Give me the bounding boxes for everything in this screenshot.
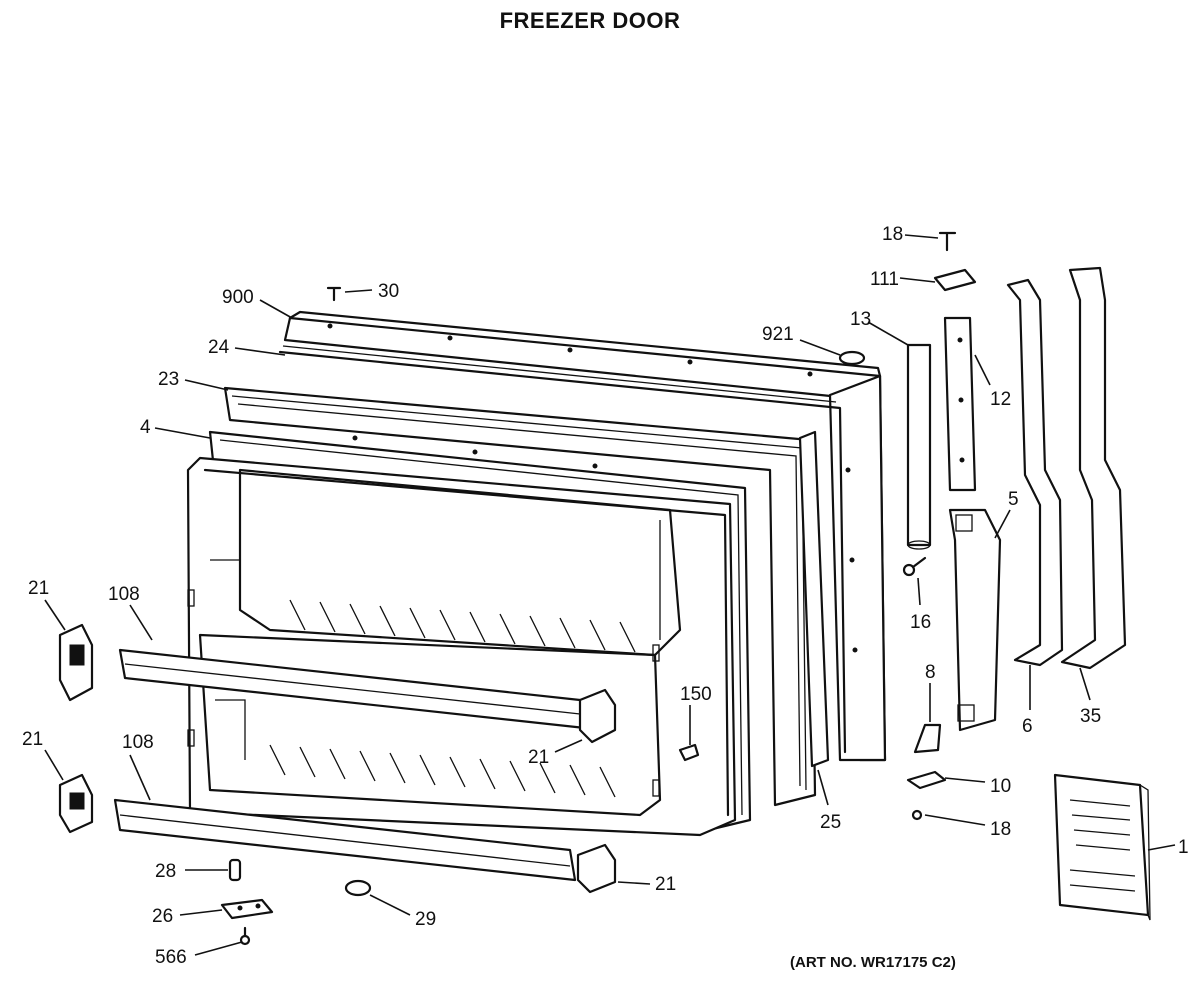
hinge-cover-111 [933, 268, 977, 292]
callout-29: 29 [415, 909, 436, 930]
handle-35 [1060, 266, 1127, 670]
callout-111: 111 [870, 269, 899, 290]
callout-566: 566 [155, 947, 187, 968]
handle-trim-6 [1006, 278, 1064, 667]
bushing-29 [344, 879, 372, 897]
callout-4: 4 [140, 417, 151, 438]
plug-28 [228, 858, 242, 882]
art-number: (ART NO. WR17175 C2) [790, 954, 956, 971]
screw-18-bottom [911, 809, 923, 821]
callout-21-upper-right: 21 [528, 747, 549, 768]
screw-30 [326, 286, 342, 302]
callout-12: 12 [990, 389, 1011, 410]
callout-108-upper: 108 [108, 584, 140, 605]
end-cap-21-upper-right [578, 688, 617, 744]
hinge-bracket-12 [943, 316, 977, 492]
screw-566 [239, 926, 251, 946]
end-cap-21-upper-left [58, 623, 94, 702]
shelf-bar-lower-108 [113, 798, 577, 882]
callout-18-top: 18 [882, 224, 903, 245]
callout-6: 6 [1022, 716, 1033, 737]
callout-26: 26 [152, 906, 173, 927]
bracket-10 [906, 770, 947, 790]
plug-921 [838, 350, 866, 366]
instruction-booklet-1 [1053, 773, 1151, 921]
callout-13: 13 [850, 309, 871, 330]
door-gasket-24 [278, 345, 847, 754]
callout-16: 16 [910, 612, 931, 633]
end-cap-21-lower-left [58, 773, 94, 834]
hinge-plate-26 [220, 898, 274, 920]
callout-23: 23 [158, 369, 179, 390]
callout-1: 1 [1178, 837, 1189, 858]
clip-8 [913, 723, 942, 754]
callout-10: 10 [990, 776, 1011, 797]
callout-21-lower-right: 21 [655, 874, 676, 895]
breaker-strip-25 [798, 430, 830, 768]
screw-150 [678, 743, 700, 762]
callout-21-upper-left: 21 [28, 578, 49, 599]
callout-24: 24 [208, 337, 230, 358]
diagram-title: FREEZER DOOR [499, 8, 681, 33]
callout-921: 921 [762, 324, 794, 345]
callout-28: 28 [155, 861, 176, 882]
inner-liner-tub [186, 456, 737, 837]
callout-108-lower: 108 [122, 732, 154, 753]
screw-16 [902, 556, 927, 577]
callout-5: 5 [1008, 489, 1019, 510]
callout-21-lower-left: 21 [22, 729, 43, 750]
callout-900: 900 [222, 287, 254, 308]
hinge-bracket-5 [948, 508, 1002, 732]
leader-lines [44, 234, 1176, 956]
callout-18-bottom: 18 [990, 819, 1011, 840]
callout-8: 8 [925, 662, 936, 683]
callout-150: 150 [680, 684, 712, 705]
callout-35: 35 [1080, 706, 1101, 727]
screw-18-top [938, 231, 957, 252]
callout-labels: 900 30 24 23 4 921 13 18 111 12 5 16 8 1… [22, 224, 1189, 968]
callout-25: 25 [820, 812, 841, 833]
hinge-tube-13 [906, 343, 932, 550]
end-cap-21-lower-right [576, 843, 617, 894]
callout-30: 30 [378, 281, 399, 302]
